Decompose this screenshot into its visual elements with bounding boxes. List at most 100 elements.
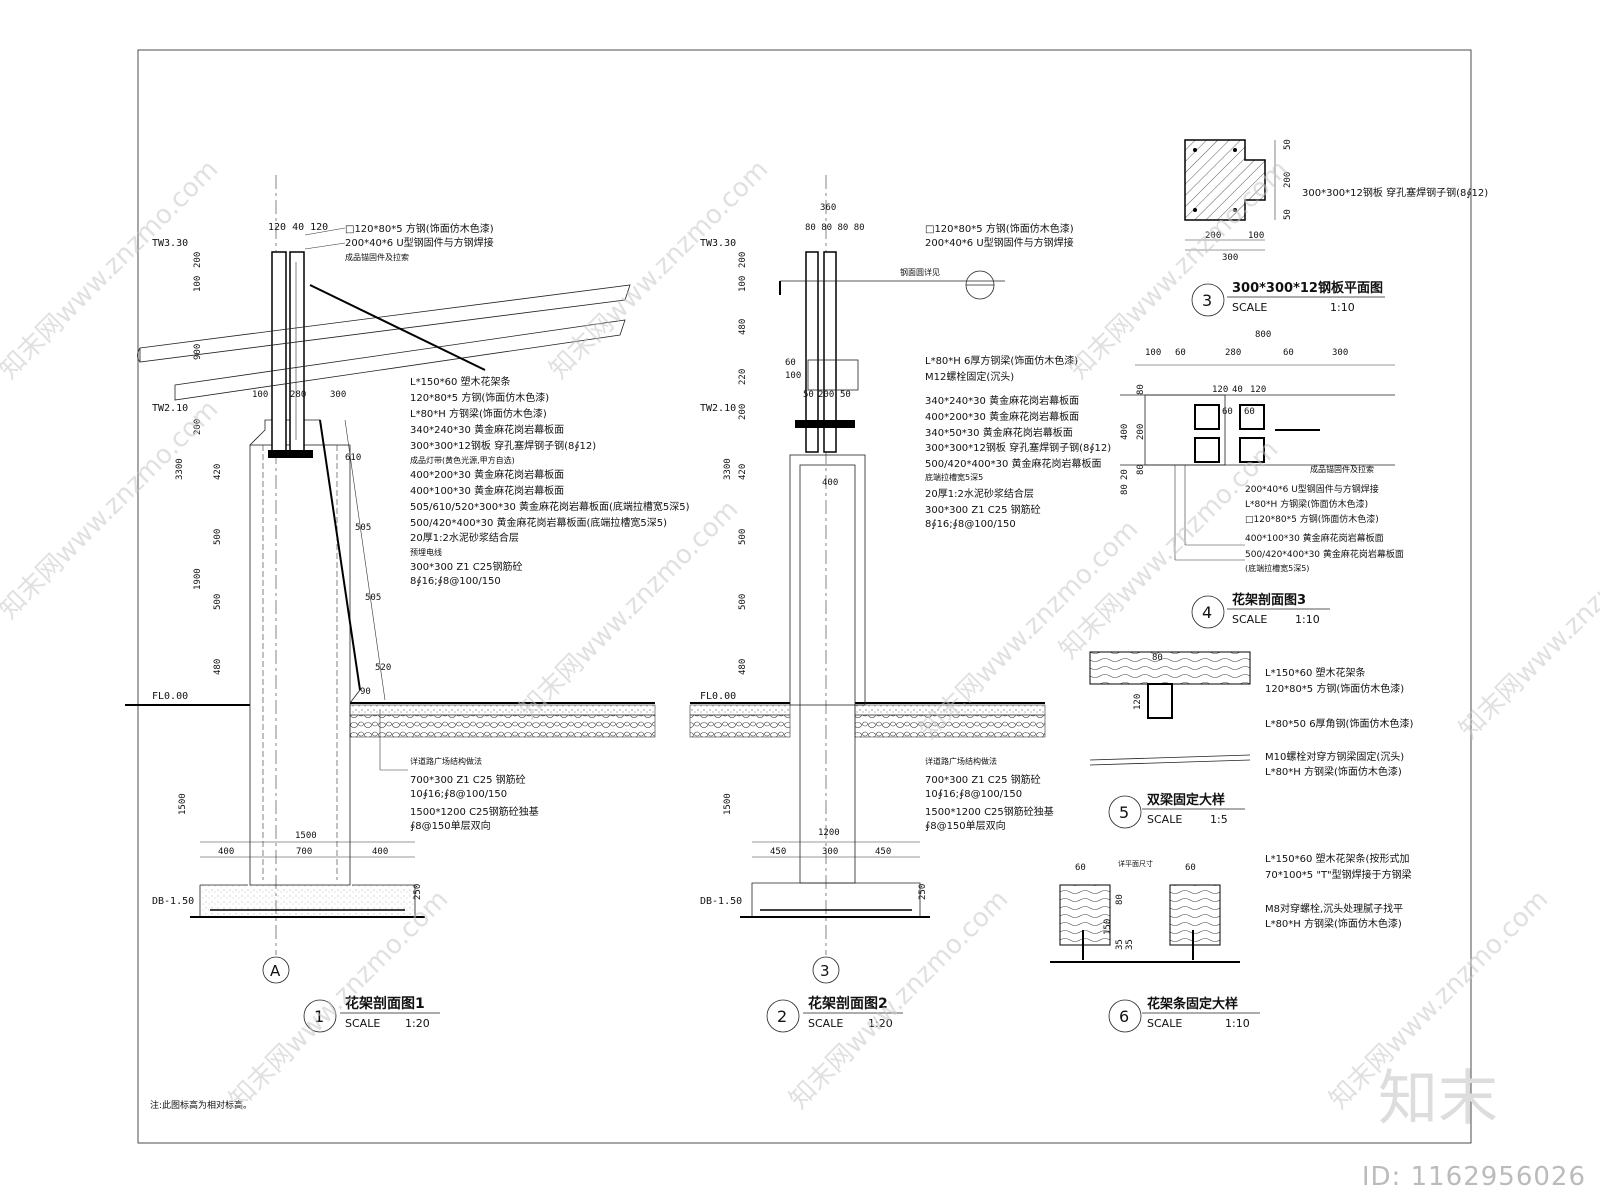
dim5-w: 80 [1152, 653, 1163, 663]
svg-text:300*300 Z1 C25钢筋砼: 300*300 Z1 C25钢筋砼 [410, 560, 522, 573]
dim1-slope: 610 505 505 520 90 [345, 453, 391, 697]
svg-text:详平面尺寸: 详平面尺寸 [1118, 859, 1153, 868]
svg-text:505: 505 [355, 523, 371, 533]
svg-text:60: 60 [1185, 863, 1196, 873]
svg-text:200: 200 [1283, 172, 1293, 188]
svg-text:420: 420 [738, 464, 748, 480]
svg-text:480: 480 [738, 319, 748, 335]
svg-text:1:10: 1:10 [1330, 301, 1355, 314]
svg-text:280: 280 [290, 390, 306, 400]
svg-text:500/420*400*30 黄金麻花岗岩幕板面(底端拉槽宽: 500/420*400*30 黄金麻花岗岩幕板面(底端拉槽宽5深5) [410, 516, 667, 529]
svg-text:505: 505 [365, 593, 381, 603]
svg-text:300: 300 [330, 390, 346, 400]
svg-text:(底端拉槽宽5深5): (底端拉槽宽5深5) [1245, 563, 1309, 573]
level-tw210-1: TW2.10 [152, 403, 188, 414]
svg-text:1500: 1500 [723, 793, 733, 815]
labels-section-2: □120*80*5 方钢(饰面仿木色漆) 200*40*6 U型钢固件与方钢焊接… [900, 222, 1111, 832]
svg-text:300: 300 [1332, 348, 1348, 358]
section-title-2: 2 花架剖面图2 SCALE 1:20 [766, 995, 903, 1033]
svg-text:1500: 1500 [178, 793, 188, 815]
svg-text:200: 200 [1136, 424, 1146, 440]
svg-text:知末网www.znzmo.com: 知末网www.znzmo.com [1454, 514, 1600, 745]
dim2-bottom-total: 1200 [818, 828, 840, 838]
svg-text:L*80*H 方钢梁(饰面仿木色漆): L*80*H 方钢梁(饰面仿木色漆) [1265, 765, 1402, 778]
svg-text:450: 450 [770, 847, 786, 857]
dim2-bottom: 450 300 450 [770, 847, 891, 857]
svg-text:400*200*30 黄金麻花岗岩幕板面: 400*200*30 黄金麻花岗岩幕板面 [410, 468, 564, 481]
brand-logo: 知末 [1378, 1064, 1498, 1134]
section-4-drawing [1120, 364, 1395, 466]
svg-text:300*300*12钢板 穿孔塞焊钢子钢(8∮12): 300*300*12钢板 穿孔塞焊钢子钢(8∮12) [410, 439, 596, 452]
svg-text:100: 100 [1248, 231, 1264, 241]
svg-text:知末网www.znzmo.com: 知末网www.znzmo.com [544, 154, 775, 385]
svg-text:8∮16;∮8@100/150: 8∮16;∮8@100/150 [410, 576, 501, 587]
svg-text:500/420*400*30 黄金麻花岗岩幕板面: 500/420*400*30 黄金麻花岗岩幕板面 [1245, 548, 1404, 560]
svg-text:80: 80 [1136, 464, 1146, 475]
svg-text:SCALE: SCALE [345, 1017, 380, 1030]
svg-text:480: 480 [213, 659, 223, 675]
svg-text:200: 200 [738, 252, 748, 268]
dim1-mid: 100 280 300 [252, 390, 346, 400]
svg-text:SCALE: SCALE [1232, 613, 1267, 626]
labels-section-6: L*150*60 塑木花架条(按形式加 70*100*5 "T"型钢焊接于方钢梁… [1265, 852, 1412, 930]
svg-text:50: 50 [840, 390, 851, 400]
drawing-note: 注:此图标高为相对标高。 [150, 1099, 252, 1111]
svg-text:480: 480 [738, 659, 748, 675]
svg-text:450: 450 [875, 847, 891, 857]
svg-text:505/610/520*300*30 黄金麻花岗岩幕板面(底: 505/610/520*300*30 黄金麻花岗岩幕板面(底端拉槽宽5深5) [410, 500, 690, 513]
labels-section-3: 300*300*12钢板 穿孔塞焊钢子钢(8∮12) [1302, 186, 1488, 199]
svg-text:60: 60 [1075, 863, 1086, 873]
dim2-col: 400 [822, 478, 838, 488]
svg-text:6: 6 [1119, 1007, 1129, 1026]
grid-marker-a: A [270, 962, 281, 980]
svg-text:1:20: 1:20 [405, 1017, 430, 1030]
svg-text:□120*80*5 方钢(饰面仿木色漆): □120*80*5 方钢(饰面仿木色漆) [925, 222, 1074, 235]
svg-text:1:5: 1:5 [1210, 813, 1228, 826]
svg-text:成品灯带(黄色光源,甲方自选): 成品灯带(黄色光源,甲方自选) [410, 455, 515, 465]
svg-text:800: 800 [1255, 330, 1271, 340]
svg-text:300*300*12钢板平面图: 300*300*12钢板平面图 [1232, 280, 1383, 296]
dim1-top: 120 40 120 [268, 222, 328, 233]
svg-text:80: 80 [1120, 484, 1130, 495]
svg-text:详道路广场结构做法: 详道路广场结构做法 [925, 756, 997, 766]
svg-text:200: 200 [193, 419, 203, 435]
svg-text:250: 250 [413, 884, 423, 900]
svg-text:4: 4 [1202, 603, 1212, 622]
svg-text:花架剖面图2: 花架剖面图2 [808, 995, 888, 1012]
svg-text:300*300 Z1 C25 钢筋砼: 300*300 Z1 C25 钢筋砼 [925, 503, 1041, 516]
svg-text:10∮16;∮8@100/150: 10∮16;∮8@100/150 [925, 789, 1022, 800]
svg-text:花架剖面图3: 花架剖面图3 [1232, 592, 1306, 608]
labels-section-4: 成品锚固件及拉索 200*40*6 U型钢固件与方钢焊接 L*80*H 方钢梁(… [1245, 464, 1404, 573]
svg-text:35: 35 [1115, 939, 1125, 950]
svg-text:400: 400 [372, 847, 388, 857]
svg-text:120: 120 [1250, 385, 1266, 395]
dim1-vertical: 200 100 900 200 420 500 500 480 1500 250… [175, 252, 423, 900]
dim2-top-total: 360 [820, 203, 836, 213]
svg-text:花架条固定大样: 花架条固定大样 [1147, 996, 1238, 1012]
svg-text:1:20: 1:20 [868, 1017, 893, 1030]
svg-text:120: 120 [1212, 385, 1228, 395]
svg-text:400: 400 [1120, 424, 1130, 440]
svg-text:3300: 3300 [175, 458, 185, 480]
svg-text:400*100*30 黄金麻花岗岩幕板面: 400*100*30 黄金麻花岗岩幕板面 [1245, 532, 1384, 544]
svg-text:M8对穿螺栓,沉头处理腻子找平: M8对穿螺栓,沉头处理腻子找平 [1265, 902, 1403, 915]
svg-text:150: 150 [1103, 919, 1113, 935]
svg-text:50: 50 [1283, 139, 1293, 150]
svg-text:100: 100 [785, 371, 801, 381]
svg-text:100: 100 [193, 276, 203, 292]
svg-text:成品锚固件及拉索: 成品锚固件及拉索 [345, 252, 409, 262]
svg-text:L*80*H 方钢梁(饰面仿木色漆): L*80*H 方钢梁(饰面仿木色漆) [1245, 498, 1368, 510]
svg-text:SCALE: SCALE [1147, 813, 1182, 826]
svg-text:120*80*5 方钢(饰面仿木色漆): 120*80*5 方钢(饰面仿木色漆) [1265, 682, 1404, 695]
svg-text:35: 35 [1125, 939, 1135, 950]
level-db-1: DB-1.50 [152, 896, 194, 907]
svg-text:340*240*30 黄金麻花岗岩幕板面: 340*240*30 黄金麻花岗岩幕板面 [410, 423, 564, 436]
svg-text:60: 60 [785, 358, 796, 368]
labels-section-5: L*150*60 塑木花架条 120*80*5 方钢(饰面仿木色漆) L*80*… [1265, 666, 1413, 778]
svg-text:L*150*60 塑木花架条: L*150*60 塑木花架条 [410, 375, 511, 388]
id-label: ID: 1162956026 [1361, 1162, 1586, 1192]
svg-text:200*40*6 U型钢固件与方钢焊接: 200*40*6 U型钢固件与方钢焊接 [925, 236, 1074, 249]
svg-text:420: 420 [213, 464, 223, 480]
svg-text:610: 610 [345, 453, 361, 463]
svg-text:M12螺栓固定(沉头): M12螺栓固定(沉头) [925, 370, 1014, 383]
